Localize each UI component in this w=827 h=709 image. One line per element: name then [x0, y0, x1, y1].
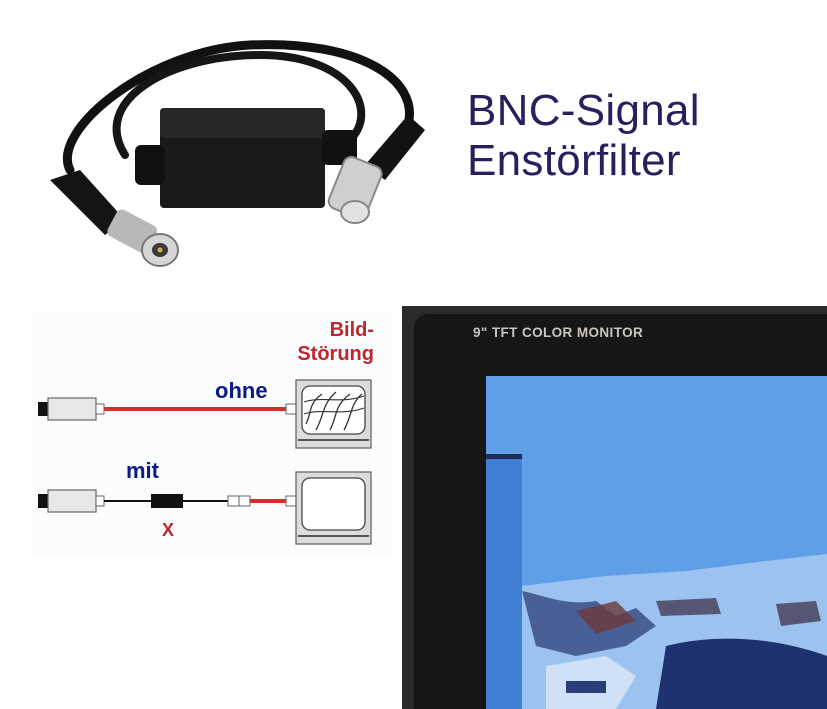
clean-monitor-icon: [295, 471, 372, 545]
bnc-filter-cable-icon: [50, 40, 425, 267]
monitor-screen: [486, 376, 827, 709]
monitor-photo: 9" TFT COLOR MONITOR: [402, 306, 827, 709]
title-line-2: Enstörfilter: [467, 136, 681, 185]
wiring-diagram: Bild- Störung ohne mit X: [32, 312, 392, 557]
parking-lot-scene-icon: [486, 376, 827, 709]
title-line-1: BNC-Signal: [467, 86, 700, 135]
distorted-monitor-icon: [295, 379, 372, 449]
monitor-label: 9" TFT COLOR MONITOR: [473, 325, 644, 340]
camera-icon-bottom: [38, 489, 105, 513]
camera-icon-top: [38, 397, 105, 421]
with-filter-label: mit: [126, 458, 159, 483]
interference-label-line-1: Bild-: [329, 319, 374, 341]
filter-box-icon: [151, 494, 183, 508]
filter-marker: X: [162, 520, 175, 540]
interference-label: Bild- Störung: [297, 318, 374, 366]
product-photo: [30, 20, 450, 280]
without-filter-label: ohne: [215, 378, 268, 403]
interference-label-line-2: Störung: [297, 343, 374, 365]
product-title: BNC-Signal Enstörfilter: [467, 86, 700, 186]
diagram-graphics: [38, 379, 372, 545]
